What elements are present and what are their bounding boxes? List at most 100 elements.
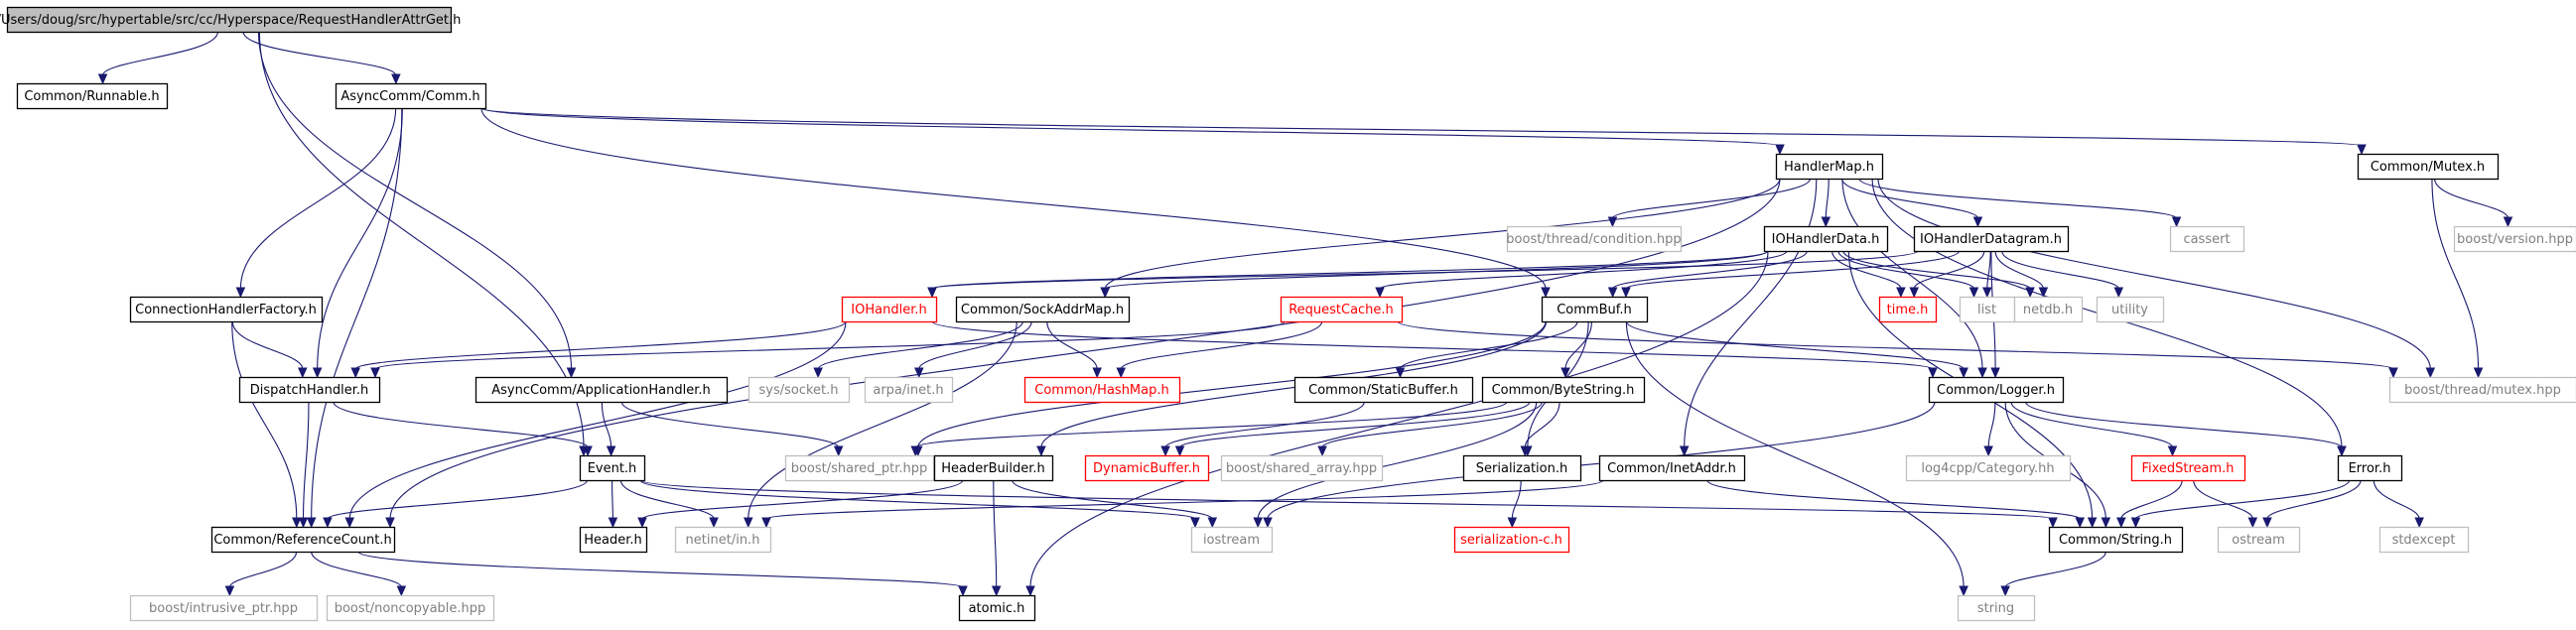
edge-arrowhead xyxy=(1679,445,1690,457)
node-arpainet[interactable]: arpa/inet.h xyxy=(864,376,954,404)
node-comm[interactable]: AsyncComm/Comm.h xyxy=(335,82,487,110)
node-connfactory[interactable]: ConnectionHandlerFactory.h xyxy=(129,296,324,323)
node-staticbuffer[interactable]: Common/StaticBuffer.h xyxy=(1293,376,1474,404)
node-utility[interactable]: utility xyxy=(2096,296,2165,323)
edge-arrowhead xyxy=(97,73,108,85)
edge-arrowhead xyxy=(2101,517,2111,529)
node-ostream[interactable]: ostream xyxy=(2217,526,2301,554)
node-label: FixedStream.h xyxy=(2141,461,2234,476)
node-box xyxy=(1481,376,1646,404)
edge-arrowhead xyxy=(1775,144,1785,156)
edge-arrowhead xyxy=(910,445,920,457)
node-serialization[interactable]: Serialization.h xyxy=(1462,454,1582,482)
node-hashmap[interactable]: Common/HashMap.h xyxy=(1023,376,1181,404)
edge-arrowhead xyxy=(2130,517,2141,529)
edge-apphandler-to-sharedptr xyxy=(620,401,844,457)
edge-line xyxy=(1029,250,1769,588)
node-box xyxy=(1084,454,1210,482)
edge-arrowhead xyxy=(958,585,968,597)
edge-iohandlerdatagram-to-list xyxy=(1982,250,1992,299)
node-bytestring[interactable]: Common/ByteString.h xyxy=(1481,376,1646,404)
edge-sockaddrmap-to-hashmap xyxy=(1046,320,1102,379)
node-event[interactable]: Event.h xyxy=(579,454,646,482)
node-boostmutex[interactable]: boost/thread/mutex.hpp xyxy=(2388,376,2576,404)
node-refcount[interactable]: Common/ReferenceCount.h xyxy=(210,526,396,554)
edge-line xyxy=(639,479,1196,520)
node-iohandlerdata[interactable]: IOHandlerData.h xyxy=(1763,225,1889,253)
edge-arrowhead xyxy=(1607,216,1618,228)
edge-line xyxy=(1179,401,1531,448)
edge-line xyxy=(1994,250,2044,290)
node-runnable[interactable]: Common/Runnable.h xyxy=(16,82,169,110)
node-string[interactable]: string xyxy=(1957,594,2036,622)
edge-headerbuilder-to-header xyxy=(637,479,964,529)
node-box xyxy=(1280,296,1404,323)
node-label: boost/version.hpp xyxy=(2457,232,2573,247)
edge-line xyxy=(231,320,298,520)
node-label: log4cpp/Category.hh xyxy=(1921,461,2054,476)
edge-arrowhead xyxy=(1207,517,1218,529)
edge-line xyxy=(480,107,2363,147)
node-box xyxy=(2048,526,2184,554)
edge-iohandler-to-dispatchhandler xyxy=(350,320,847,379)
node-noncopyable[interactable]: boost/noncopyable.hpp xyxy=(326,594,495,622)
node-dynamicbuffer[interactable]: DynamicBuffer.h xyxy=(1084,454,1210,482)
node-sockaddrmap[interactable]: Common/SockAddrMap.h xyxy=(955,296,1131,323)
edge-arrowhead xyxy=(224,585,235,597)
node-inetaddr[interactable]: Common/InetAddr.h xyxy=(1598,454,1746,482)
node-boostversion[interactable]: boost/version.hpp xyxy=(2453,225,2576,253)
node-sharedptr[interactable]: boost/shared_ptr.hpp xyxy=(784,454,935,482)
edge-arrowhead xyxy=(1990,367,2000,379)
node-netdb[interactable]: netdb.h xyxy=(2013,296,2084,323)
node-condition[interactable]: boost/thread/condition.hpp xyxy=(1506,225,1683,253)
node-iohandlerdatagram[interactable]: IOHandlerDatagram.h xyxy=(1913,225,2070,253)
node-headerbuilder[interactable]: HeaderBuilder.h xyxy=(933,454,1054,482)
node-handlermap[interactable]: HandlerMap.h xyxy=(1775,153,1884,181)
node-root[interactable]: /Users/doug/src/hypertable/src/cc/Hypers… xyxy=(0,6,461,34)
edge-connfactory-to-dispatchhandler xyxy=(231,320,308,379)
node-header[interactable]: Header.h xyxy=(579,526,648,554)
node-logger[interactable]: Common/Logger.h xyxy=(1928,376,2065,404)
edge-line xyxy=(747,320,1017,520)
node-dispatchhandler[interactable]: DispatchHandler.h xyxy=(238,376,381,404)
node-box xyxy=(2217,526,2301,554)
node-list[interactable]: list xyxy=(1959,296,2016,323)
edge-line xyxy=(1524,401,1560,448)
edge-line xyxy=(1321,401,1543,448)
node-apphandler[interactable]: AsyncComm/ApplicationHandler.h xyxy=(475,376,729,404)
node-iohandler[interactable]: IOHandler.h xyxy=(841,296,938,323)
edge-line xyxy=(1831,250,1902,290)
node-label: utility xyxy=(2111,303,2148,317)
edge-arrowhead xyxy=(637,517,647,529)
edge-line xyxy=(931,320,1934,370)
node-fixedstream[interactable]: FixedStream.h xyxy=(2130,454,2246,482)
edge-arrowhead xyxy=(298,367,308,379)
node-sharedarray[interactable]: boost/shared_array.hpp xyxy=(1220,454,1384,482)
node-commonstring[interactable]: Common/String.h xyxy=(2048,526,2184,554)
edge-line xyxy=(1987,401,1996,448)
edge-comm-to-mutex xyxy=(480,107,2367,156)
node-atomic[interactable]: atomic.h xyxy=(958,594,1036,622)
edge-iohandler-to-logger xyxy=(931,320,1938,379)
node-netinet[interactable]: netinet/in.h xyxy=(674,526,772,554)
edge-line xyxy=(101,31,219,76)
node-label: Serialization.h xyxy=(1476,461,1567,476)
node-error[interactable]: Error.h xyxy=(2337,454,2403,482)
node-commbuf[interactable]: CommBuf.h xyxy=(1541,296,1649,323)
node-syssocket[interactable]: sys/socket.h xyxy=(747,376,851,404)
node-time[interactable]: time.h xyxy=(1878,296,1938,323)
edge-logger-to-log4cpp xyxy=(1983,401,1996,457)
node-requestcache[interactable]: RequestCache.h xyxy=(1280,296,1404,323)
node-stdexcept[interactable]: stdexcept xyxy=(2378,526,2470,554)
node-intrusiveptr[interactable]: boost/intrusive_ptr.hpp xyxy=(129,594,319,622)
edge-line xyxy=(348,320,847,520)
edge-arrowhead xyxy=(1395,367,1406,379)
node-box xyxy=(1905,454,2072,482)
edge-event-to-refcount xyxy=(323,479,589,529)
node-log4cpp[interactable]: log4cpp/Category.hh xyxy=(1905,454,2072,482)
edge-requestcache-to-boostmutex xyxy=(1397,320,2398,379)
node-mutex[interactable]: Common/Mutex.h xyxy=(2357,153,2500,181)
node-cassert[interactable]: cassert xyxy=(2169,225,2245,253)
node-iostream[interactable]: iostream xyxy=(1190,526,1274,554)
node-serializationc[interactable]: serialization-c.h xyxy=(1453,526,1570,554)
